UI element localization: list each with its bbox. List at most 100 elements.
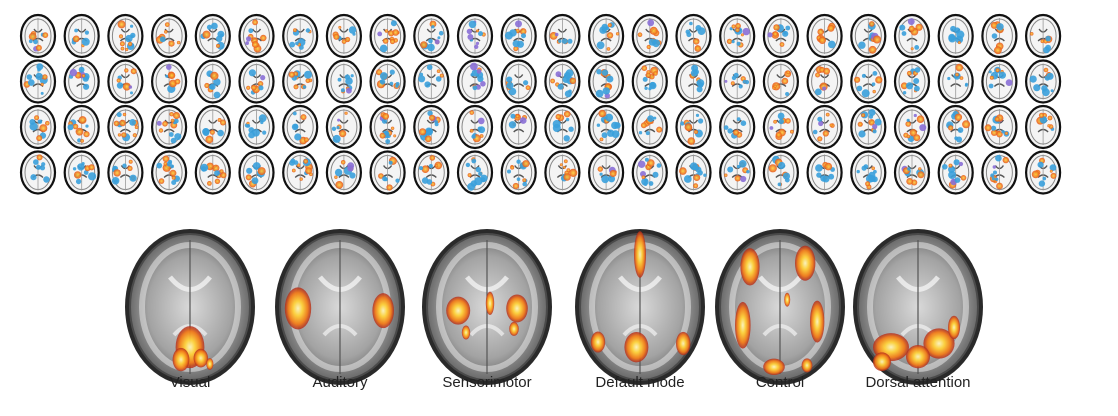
brain-thumbnail	[587, 13, 625, 59]
network-map-occipital	[125, 229, 255, 385]
brain-thumbnail	[762, 150, 800, 195]
brain-thumbnail	[63, 104, 100, 150]
brain-thumbnail	[544, 150, 581, 195]
brain-thumbnail	[806, 59, 843, 104]
brain-thumbnail	[937, 104, 974, 150]
brain-thumbnail	[19, 59, 57, 104]
brain-thumbnail	[107, 150, 144, 195]
network-map-posterior-parietal	[853, 229, 983, 385]
brain-thumbnail	[325, 59, 362, 104]
brain-thumbnail	[806, 13, 843, 59]
brain-thumbnail	[194, 13, 231, 59]
network-map-bilateral-temporal	[275, 229, 405, 385]
brain-thumbnail	[19, 104, 57, 150]
brain-thumbnail	[587, 59, 625, 104]
brain-thumbnail	[893, 13, 931, 59]
brain-thumbnail	[282, 150, 319, 195]
brain-thumbnail	[1024, 150, 1062, 195]
brain-thumbnail	[893, 150, 931, 195]
brain-thumbnail	[806, 104, 843, 150]
brain-thumbnail	[675, 104, 712, 150]
brain-thumbnail	[500, 104, 537, 150]
brain-thumbnail	[282, 13, 319, 59]
brain-thumbnail	[937, 13, 974, 59]
brain-thumbnail	[63, 13, 100, 59]
brain-thumbnail	[893, 104, 931, 150]
brain-thumbnail	[63, 59, 100, 104]
brain-thumbnail	[500, 150, 537, 195]
brain-thumbnail	[194, 104, 231, 150]
brain-thumbnail	[850, 13, 887, 59]
brain-thumbnail	[282, 59, 319, 104]
network-map-central-bilateral	[422, 229, 552, 385]
brain-thumbnail	[981, 104, 1018, 150]
brain-thumbnail	[544, 104, 581, 150]
brain-thumbnail	[325, 104, 362, 150]
brain-thumbnail	[981, 13, 1018, 59]
brain-thumbnail	[806, 150, 843, 195]
brain-thumbnail	[151, 13, 188, 59]
network-map-frontal-posterior-lateral	[575, 229, 705, 385]
thumbnail-grid	[19, 13, 1062, 195]
brain-thumbnail	[369, 13, 406, 59]
brain-thumbnail	[369, 104, 406, 150]
brain-thumbnail	[631, 59, 668, 104]
brain-thumbnail	[325, 13, 362, 59]
brain-thumbnail	[151, 104, 188, 150]
label-auditory: Auditory	[312, 374, 368, 391]
brain-thumbnail	[587, 104, 625, 150]
brain-thumbnail	[369, 150, 406, 195]
brain-thumbnail	[631, 104, 668, 150]
brain-thumbnail	[456, 59, 494, 104]
brain-thumbnail	[413, 150, 450, 195]
brain-thumbnail	[413, 104, 450, 150]
brain-thumbnail	[238, 13, 275, 59]
label-default-mode: Default mode	[595, 374, 685, 391]
brain-thumbnail	[675, 150, 712, 195]
brain-thumbnail	[369, 59, 406, 104]
brain-thumbnail	[107, 59, 144, 104]
brain-thumbnail	[850, 104, 887, 150]
brain-thumbnail	[675, 59, 712, 104]
brain-thumbnail	[719, 59, 756, 104]
brain-thumbnail	[544, 13, 581, 59]
brain-thumbnail	[238, 59, 275, 104]
brain-thumbnail	[282, 104, 319, 150]
brain-thumbnail	[1024, 59, 1062, 104]
brain-thumbnail	[893, 59, 931, 104]
label-control: Control	[755, 374, 805, 391]
brain-thumbnail	[456, 13, 494, 59]
network-map-frontal-parietal	[715, 229, 845, 385]
brain-thumbnail	[631, 13, 668, 59]
brain-thumbnail	[587, 150, 625, 195]
brain-thumbnail	[63, 150, 100, 195]
brain-thumbnail	[107, 13, 144, 59]
label-sensorimotor: Sensorimotor	[442, 374, 532, 391]
brain-thumbnail	[719, 13, 756, 59]
brain-thumbnail	[981, 150, 1018, 195]
label-dorsal-attention: Dorsal attention	[865, 374, 971, 391]
brain-thumbnail	[631, 150, 668, 195]
brain-thumbnail	[413, 59, 450, 104]
brain-thumbnail	[151, 150, 188, 195]
brain-thumbnail	[107, 104, 144, 150]
brain-thumbnail	[675, 13, 712, 59]
brain-thumbnail	[719, 150, 756, 195]
brain-thumbnail	[937, 150, 974, 195]
brain-thumbnail	[719, 104, 756, 150]
brain-thumbnail	[19, 13, 57, 59]
brain-thumbnail	[500, 59, 537, 104]
brain-thumbnail	[194, 59, 231, 104]
brain-thumbnail	[151, 59, 188, 104]
brain-thumbnail	[413, 13, 450, 59]
brain-thumbnail	[238, 150, 275, 195]
brain-thumbnail	[456, 104, 494, 150]
brain-thumbnail	[850, 150, 887, 195]
brain-thumbnail	[19, 150, 57, 195]
brain-thumbnail	[850, 59, 887, 104]
brain-thumbnail	[238, 104, 275, 150]
label-visual: Visual	[169, 374, 211, 391]
brain-thumbnail	[194, 150, 231, 195]
brain-thumbnail	[1024, 104, 1062, 150]
